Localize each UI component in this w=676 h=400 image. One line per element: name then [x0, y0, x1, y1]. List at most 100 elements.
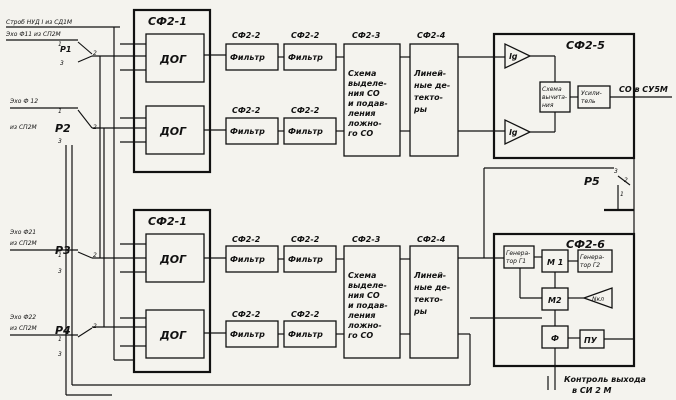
pu-label: ПУ — [584, 336, 598, 345]
dog-block-4 — [145, 309, 205, 359]
relay-p3: Р3 1 3 2 — [55, 244, 120, 275]
svg-text:Схема: Схема — [348, 271, 376, 280]
log-amp-2 — [504, 118, 532, 146]
svg-text:ложно-: ложно- — [348, 321, 382, 330]
nkl-block — [582, 287, 613, 309]
svg-text:ния СО: ния СО — [348, 89, 380, 98]
svg-text:вычита-: вычита- — [542, 94, 567, 101]
amplifier-text: Усили- тель — [581, 90, 602, 105]
sf26-frame — [492, 232, 636, 368]
sf22-label-2: СФ2-2 — [291, 31, 320, 40]
sf22-label-1: СФ2-2 — [232, 31, 261, 40]
svg-text:Линей-: Линей- — [413, 271, 446, 280]
svg-text:Р4: Р4 — [55, 324, 71, 337]
svg-text:текто-: текто- — [414, 295, 443, 304]
m2-label: М2 — [548, 296, 562, 305]
sf24-top-label: СФ2-4 — [417, 31, 446, 40]
log-amp-1 — [504, 42, 532, 70]
svg-text:ления: ления — [348, 311, 376, 320]
svg-text:Схема: Схема — [348, 69, 376, 78]
dog-block-1 — [145, 33, 205, 83]
svg-text:Р2: Р2 — [55, 122, 71, 135]
svg-text:2: 2 — [93, 252, 97, 259]
sf21-bottom-frame — [132, 208, 212, 374]
svg-text:1: 1 — [620, 191, 624, 198]
svg-text:2: 2 — [93, 50, 97, 57]
svg-text:Генера-: Генера- — [580, 254, 604, 261]
log-amp-label-2: lg — [509, 128, 518, 137]
subtract-text: Схема вычита- ния — [542, 86, 567, 109]
filter-label-3: Фильтр — [230, 127, 265, 136]
relay-p5: Р5 3 2 1 — [584, 168, 634, 212]
detector-block-bottom — [409, 245, 459, 359]
svg-text:тор Г1: тор Г1 — [506, 258, 526, 265]
svg-text:и подав-: и подав- — [348, 301, 388, 310]
generator-g1-text: Генера- тор Г1 — [506, 250, 530, 265]
relay-p4: Р4 1 3 2 — [55, 323, 120, 358]
dog-label-1: ДОГ — [159, 53, 187, 66]
svg-text:1: 1 — [58, 41, 62, 48]
sf23-bottom-label: СФ2-3 — [352, 235, 381, 244]
svg-text:3: 3 — [58, 351, 62, 358]
svg-text:1: 1 — [58, 252, 62, 259]
sf26-label: СФ2-6 — [566, 238, 605, 251]
svg-text:текто-: текто- — [414, 93, 443, 102]
svg-text:ния СО: ния СО — [348, 291, 380, 300]
filter-block-7 — [225, 320, 279, 348]
dog-label-4: ДОГ — [159, 329, 187, 342]
svg-text:Р5: Р5 — [584, 175, 600, 188]
schema-text-top: Схема выделе- ния СО и подав- ления ложн… — [348, 69, 388, 138]
svg-text:ния: ния — [542, 102, 554, 109]
sf25-frame — [492, 32, 636, 160]
phi-label: Ф — [551, 334, 559, 343]
svg-text:Генера-: Генера- — [506, 250, 530, 257]
filter-label-6: Фильтр — [288, 255, 323, 264]
svg-text:тель: тель — [581, 98, 596, 105]
relay-p2: Р2 1 3 2 — [55, 107, 120, 145]
svg-text:Схема: Схема — [542, 86, 562, 93]
sf22-label-6: СФ2-2 — [291, 235, 320, 244]
svg-text:выделе-: выделе- — [348, 281, 387, 290]
svg-text:го СО: го СО — [348, 331, 373, 340]
output-control-label-2: в СИ 2 М — [572, 386, 612, 395]
svg-text:ные де-: ные де- — [414, 81, 450, 90]
sf23-top-label: СФ2-3 — [352, 31, 381, 40]
svg-text:ления: ления — [348, 109, 376, 118]
dog-block-2 — [145, 105, 205, 155]
filter-block-5 — [225, 245, 279, 273]
input-label-strobe: Строб НУД I из СД1М — [6, 19, 73, 26]
svg-text:ры: ры — [413, 307, 428, 316]
input-label-echo-f11: Эхо Ф11 из СП2М — [5, 31, 62, 38]
input-label-echo-f21-a: Эхо Ф21 — [9, 229, 36, 236]
schema-block-top — [343, 43, 401, 157]
svg-text:ные де-: ные де- — [414, 283, 450, 292]
svg-text:3: 3 — [614, 168, 618, 175]
sf22-label-5: СФ2-2 — [232, 235, 261, 244]
generator-g2-text: Генера- тор Г2 — [580, 254, 604, 269]
input-label-echo-f22-a: Эхо Ф22 — [9, 314, 36, 321]
svg-text:3: 3 — [58, 138, 62, 145]
svg-text:2: 2 — [624, 177, 628, 184]
m1-label: М 1 — [547, 258, 563, 267]
output-co-label: СО в СУ5М — [619, 85, 668, 94]
dog-label-2: ДОГ — [159, 125, 187, 138]
filter-label-2: Фильтр — [288, 53, 323, 62]
svg-text:Усили-: Усили- — [581, 90, 602, 97]
detector-block-top — [409, 43, 459, 157]
nkl-label: Nкл — [592, 296, 604, 303]
sf21-top-frame — [132, 8, 212, 174]
svg-text:ры: ры — [413, 105, 428, 114]
svg-text:3: 3 — [60, 60, 64, 67]
sf24-bottom-label: СФ2-4 — [417, 235, 446, 244]
log-amp-label-1: lg — [509, 52, 518, 61]
sf22-label-4: СФ2-2 — [291, 106, 320, 115]
detector-text-bottom: Линей- ные де- текто- ры — [413, 271, 450, 316]
input-label-echo-f21-b: из СП2М — [10, 240, 38, 247]
filter-label-4: Фильтр — [288, 127, 323, 136]
svg-text:Линей-: Линей- — [413, 69, 446, 78]
svg-text:Р1: Р1 — [60, 45, 71, 54]
dog-block-3 — [145, 233, 205, 283]
sf21-top-label: СФ2-1 — [148, 15, 187, 28]
sf22-label-8: СФ2-2 — [291, 310, 320, 319]
